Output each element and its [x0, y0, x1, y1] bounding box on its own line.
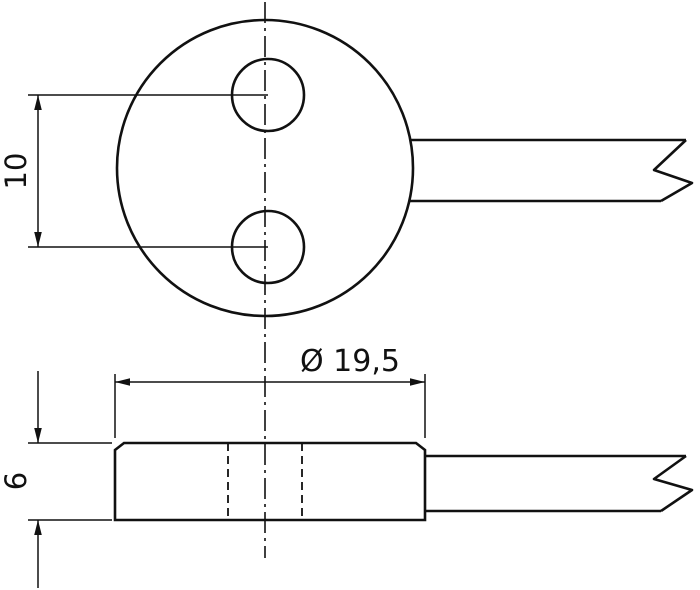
dim-hole-spacing-label: 10: [0, 153, 33, 190]
dim-thickness-arrow-down-icon: [34, 428, 42, 443]
dim-thickness-label: 6: [0, 472, 33, 490]
top-view-body-outline: [115, 18, 415, 318]
dim-diameter-arrow-right-icon: [410, 378, 425, 386]
dim-diameter-extension-lines: [114, 374, 426, 438]
dimension-arrows-and-labels: 10 Ø 19,5 6: [0, 95, 425, 535]
dim-diameter-label: Ø 19,5: [300, 344, 400, 379]
side-view-cable-break-icon: [652, 454, 694, 513]
dim-hole-spacing-arrow-down-icon: [34, 232, 42, 247]
linework: [28, 2, 694, 588]
side-view-body-outline: [113, 441, 427, 522]
dim-thickness-extension-lines: [28, 442, 112, 521]
top-view-cable-lines: [409, 138, 686, 203]
dim-diameter-arrow-left-icon: [115, 378, 130, 386]
dim-hole-spacing-arrow-up-icon: [34, 95, 42, 110]
side-view-cable-lines: [425, 454, 686, 513]
top-view-cable-break-icon: [652, 139, 694, 203]
dim-thickness-arrow-up-icon: [34, 520, 42, 535]
dim-hole-spacing-extension-lines: [28, 94, 268, 248]
